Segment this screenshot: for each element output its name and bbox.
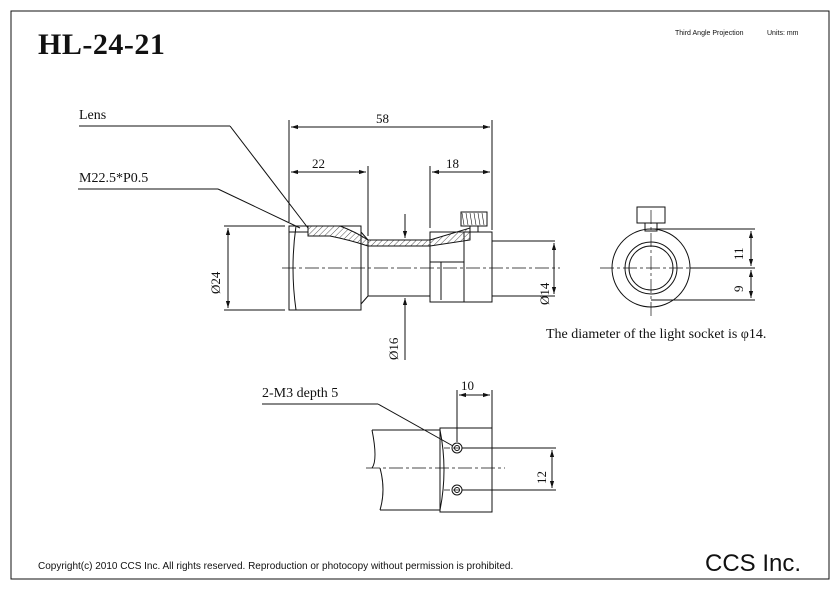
lens-label: Lens	[79, 108, 107, 123]
side-view	[78, 120, 560, 360]
dim-height-9: 9	[731, 286, 746, 293]
projection-label: Third Angle Projection	[675, 30, 744, 37]
dim-front-length: 22	[312, 156, 325, 171]
sheet-border	[10, 10, 830, 580]
dim-hole-offset: 10	[461, 378, 474, 393]
drawing-title: HL-24-21	[38, 28, 166, 61]
dim-diameter-14: Ø14	[537, 282, 552, 305]
dim-height-11: 11	[731, 247, 746, 260]
company-name: CCS Inc.	[705, 550, 802, 577]
detail-view	[262, 390, 556, 513]
dim-rear-length: 18	[446, 156, 459, 171]
units-label: Units: mm	[767, 30, 799, 37]
copyright-text: Copyright(c) 2010 CCS Inc. All rights re…	[38, 561, 514, 572]
dim-diameter-16: Ø16	[386, 337, 401, 360]
thread-label: M22.5*P0.5	[79, 171, 149, 186]
light-socket-note: The diameter of the light socket is φ14.	[546, 327, 767, 342]
dim-hole-pitch: 12	[534, 471, 549, 484]
dim-overall-length: 58	[376, 111, 389, 126]
holes-label: 2-M3 depth 5	[262, 386, 339, 401]
end-view	[600, 206, 755, 318]
dim-diameter-24: Ø24	[208, 271, 223, 294]
